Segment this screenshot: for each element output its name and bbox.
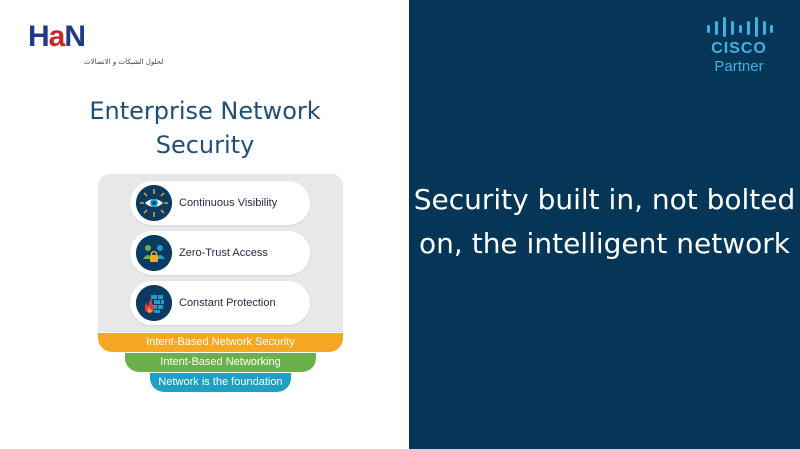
layer-intent-based-networking: Intent-Based Networking [125,353,316,372]
logo-subtext: لحلول الشبكات و الاتصالات [84,58,164,66]
logo-letter-h: H [28,20,50,53]
capability-label: Continuous Visibility [179,197,278,209]
capability-continuous-visibility: Continuous Visibility [130,181,310,225]
capability-label: Zero-Trust Access [179,247,268,259]
capability-label: Constant Protection [179,297,276,309]
layer-network-foundation: Network is the foundation [150,373,291,392]
layer-intent-based-network-security: Intent-Based Network Security [98,333,343,352]
cisco-wordmark: CISCO [711,40,767,57]
logo-letters: HaN [28,20,86,53]
left-panel: HaN لحلول الشبكات و الاتصالات Enterprise… [28,21,343,392]
page-title: Enterprise Network Security [89,97,321,159]
right-panel: CISCO Partner Security built in, not bol… [409,0,800,449]
capability-zero-trust-access: Zero-Trust Access [130,231,310,275]
cisco-partner-logo: CISCO Partner [699,16,779,80]
eye-icon [136,185,172,221]
cisco-partner-label: Partner [714,58,764,75]
logo-letter-a: a [48,20,66,53]
headline: Security built in, not bolted on, the in… [413,183,796,260]
users-lock-icon [136,235,172,271]
cisco-bridge-icon [707,17,773,37]
capability-constant-protection: Constant Protection [130,281,310,325]
company-logo: HaN لحلول الشبكات و الاتصالات [28,22,168,74]
firewall-icon [136,285,172,321]
logo-letter-n: N [64,20,86,53]
